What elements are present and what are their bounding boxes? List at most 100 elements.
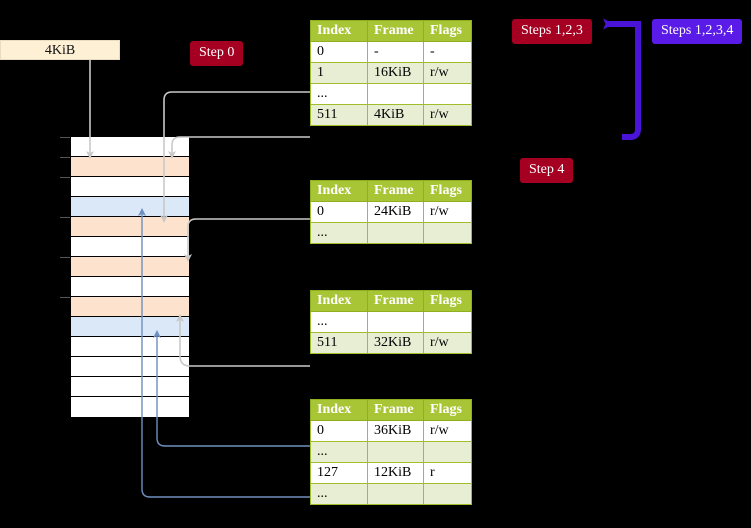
cell-flags	[423, 222, 472, 244]
table-row: ...	[310, 222, 472, 244]
cell-flags	[423, 483, 472, 505]
cell-index: 511	[310, 332, 368, 354]
cell-index: 0	[310, 420, 368, 442]
row-tick	[60, 157, 70, 158]
wire-pt-row0-to-memory	[153, 330, 310, 447]
cell-frame	[367, 441, 424, 463]
table-row: 0 36KiB r/w	[310, 420, 472, 442]
cell-index: ...	[310, 441, 368, 463]
cell-index: 1	[310, 62, 368, 84]
wire-pml4-to-memory	[168, 136, 310, 159]
cell-frame: 12KiB	[367, 462, 424, 484]
column-header-flags: Flags	[423, 290, 472, 312]
page-table-pdpt: Index Frame Flags 0 24KiB r/w ...	[310, 180, 472, 244]
row-tick	[60, 217, 70, 218]
cell-flags: r/w	[423, 332, 472, 354]
cell-flags	[423, 441, 472, 463]
cell-index: 511	[310, 104, 368, 126]
steps-1234-badge: Steps 1,2,3,4	[652, 19, 743, 44]
page-table-pt: Index Frame Flags 0 36KiB r/w ... 127 12…	[310, 399, 472, 505]
cell-frame: 24KiB	[367, 201, 424, 223]
memory-row	[60, 217, 189, 237]
page-table-pml4: Index Frame Flags 0 - - 1 16KiB r/w ...	[310, 20, 472, 126]
table-header-row: Index Frame Flags	[310, 399, 472, 421]
page-table-pd: Index Frame Flags ... 511 32KiB r/w	[310, 290, 472, 354]
column-header-frame: Frame	[367, 20, 424, 42]
cell-index: ...	[310, 311, 368, 333]
table-row: 1 16KiB r/w	[310, 62, 472, 84]
cell-flags: r/w	[423, 62, 472, 84]
cell-index: 0	[310, 201, 368, 223]
kib-frame-box: 4KiB	[0, 40, 120, 60]
cell-flags: -	[423, 41, 472, 63]
column-header-frame: Frame	[367, 290, 424, 312]
table-row: 0 - -	[310, 41, 472, 63]
table-row: ...	[310, 83, 472, 105]
cell-frame	[367, 222, 424, 244]
physical-memory-grid	[60, 136, 190, 417]
column-header-frame: Frame	[367, 399, 424, 421]
row-tick	[60, 257, 70, 258]
table-row: 511 4KiB r/w	[310, 104, 472, 126]
cell-frame: 32KiB	[367, 332, 424, 354]
column-header-frame: Frame	[367, 180, 424, 202]
wire-pd-to-memory	[176, 314, 310, 367]
memory-row	[71, 237, 189, 257]
cell-flags: r	[423, 462, 472, 484]
cell-frame: -	[367, 41, 424, 63]
steps-123-badge: Steps 1,2,3	[512, 19, 592, 44]
wire-pdpt-to-memory	[184, 218, 310, 262]
column-header-index: Index	[310, 20, 368, 42]
cell-flags: r/w	[423, 420, 472, 442]
step-0-badge: Step 0	[190, 41, 244, 66]
cell-frame	[367, 311, 424, 333]
memory-row	[71, 397, 189, 417]
row-tick	[60, 297, 70, 298]
cell-index: ...	[310, 83, 368, 105]
memory-row	[60, 157, 189, 177]
cell-index: 0	[310, 41, 368, 63]
column-header-flags: Flags	[423, 399, 472, 421]
wire-pml4-row1-to-memory	[160, 91, 310, 223]
column-header-index: Index	[310, 399, 368, 421]
memory-row	[60, 257, 189, 277]
wire-pt-row127-to-memory	[138, 208, 310, 498]
memory-row	[71, 197, 189, 217]
table-header-row: Index Frame Flags	[310, 290, 472, 312]
column-header-flags: Flags	[423, 20, 472, 42]
cell-flags: r/w	[423, 201, 472, 223]
table-header-row: Index Frame Flags	[310, 20, 472, 42]
cell-index: ...	[310, 483, 368, 505]
table-row: ...	[310, 483, 472, 505]
memory-row	[60, 137, 189, 157]
cell-index: 127	[310, 462, 368, 484]
row-tick	[60, 177, 70, 178]
memory-row	[71, 377, 189, 397]
violet-bracket-arrow	[622, 21, 641, 140]
memory-row	[60, 297, 189, 317]
memory-row	[71, 337, 189, 357]
memory-row	[71, 277, 189, 297]
table-row: 511 32KiB r/w	[310, 332, 472, 354]
table-row: 127 12KiB r	[310, 462, 472, 484]
memory-row	[60, 177, 189, 197]
step-4-badge: Step 4	[520, 158, 574, 183]
column-header-index: Index	[310, 180, 368, 202]
cell-frame	[367, 483, 424, 505]
cell-flags: r/w	[423, 104, 472, 126]
cell-frame: 16KiB	[367, 62, 424, 84]
memory-row	[71, 357, 189, 377]
table-row: ...	[310, 441, 472, 463]
table-row: 0 24KiB r/w	[310, 201, 472, 223]
cell-index: ...	[310, 222, 368, 244]
column-header-index: Index	[310, 290, 368, 312]
column-header-flags: Flags	[423, 180, 472, 202]
cell-flags	[423, 83, 472, 105]
row-tick	[60, 137, 70, 138]
cell-flags	[423, 311, 472, 333]
table-header-row: Index Frame Flags	[310, 180, 472, 202]
cell-frame	[367, 83, 424, 105]
cell-frame: 4KiB	[367, 104, 424, 126]
